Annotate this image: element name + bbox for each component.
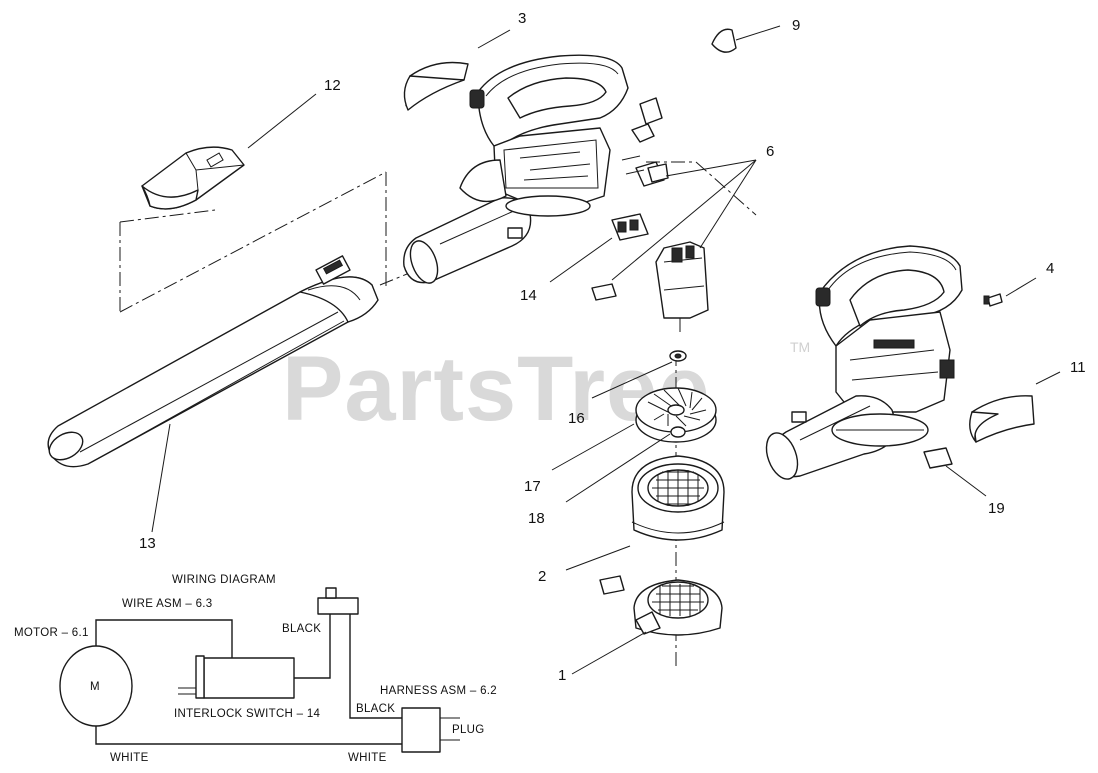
leader-16	[591, 361, 673, 399]
left-housing[interactable]	[403, 54, 629, 287]
part-18-nut[interactable]	[670, 426, 686, 438]
motor-symbol-letter: M	[90, 681, 100, 693]
part-2-fan-housing[interactable]	[631, 455, 725, 541]
leader-11	[1035, 371, 1061, 385]
callout-4: 4	[1046, 260, 1054, 277]
callout-3: 3	[518, 10, 526, 27]
leader-13	[151, 423, 171, 533]
plug-block	[401, 707, 441, 753]
part-4-screw[interactable]	[983, 293, 1003, 307]
white-right-label: WHITE	[348, 752, 387, 764]
callout-6: 6	[766, 143, 774, 160]
motor-label: MOTOR – 6.1	[14, 627, 89, 639]
leader-4	[1005, 277, 1037, 297]
leader-1	[571, 631, 647, 675]
wiring-diagram: WIRING DIAGRAM WIRE ASM – 6.3 MOTOR – 6.…	[14, 574, 497, 764]
black-bottom-label: BLACK	[356, 703, 395, 715]
leader-12	[247, 93, 317, 149]
plug-label: PLUG	[452, 724, 485, 736]
part-19-tag[interactable]	[923, 447, 953, 469]
alignment-line	[646, 161, 757, 216]
alignment-line	[119, 209, 216, 223]
leader-6c	[611, 159, 757, 281]
part-17-impeller[interactable]	[635, 387, 717, 443]
part-16-washer[interactable]	[669, 350, 687, 362]
interlock-label: INTERLOCK SWITCH – 14	[174, 708, 321, 720]
alignment-line	[119, 171, 387, 313]
callout-12: 12	[324, 77, 341, 94]
wiring-title: WIRING DIAGRAM	[172, 574, 276, 586]
part-3-label[interactable]	[403, 61, 469, 111]
callout-11: 11	[1070, 359, 1086, 376]
callout-16: 16	[568, 410, 585, 427]
watermark-trademark: TM	[790, 339, 810, 355]
harness-label: HARNESS ASM – 6.2	[380, 685, 497, 697]
part-9-strap[interactable]	[711, 28, 737, 53]
leader-6b	[699, 159, 757, 249]
top-connector	[317, 597, 359, 615]
part-1-intake-cover[interactable]	[633, 579, 723, 636]
wire-asm-label: WIRE ASM – 6.3	[122, 598, 212, 610]
callout-18: 18	[528, 510, 545, 527]
callout-1: 1	[558, 667, 566, 684]
interlock-switch-box	[203, 657, 295, 699]
leader-18	[565, 433, 671, 503]
leader-19	[945, 465, 987, 497]
leader-14	[549, 237, 613, 283]
leader-3	[477, 29, 511, 49]
wire-white	[95, 726, 402, 745]
clip[interactable]	[599, 575, 625, 595]
callout-13: 13	[139, 535, 156, 552]
leader-17	[551, 423, 635, 471]
callout-2: 2	[538, 568, 546, 585]
callout-9: 9	[792, 17, 800, 34]
wire-black-bottom	[349, 612, 402, 719]
part-12-nozzle-tip[interactable]	[141, 146, 245, 210]
leader-9	[735, 25, 781, 41]
part-13-blower-tube[interactable]	[44, 255, 379, 468]
black-top-label: BLACK	[282, 623, 321, 635]
callout-14: 14	[520, 287, 537, 304]
white-left-label: WHITE	[110, 752, 149, 764]
motor[interactable]	[655, 241, 709, 332]
part-11-label[interactable]	[969, 395, 1035, 443]
leader-6a	[665, 159, 757, 177]
part-6-switch-clips[interactable]	[621, 97, 669, 187]
assembled-blower[interactable]	[761, 245, 963, 483]
part-14-interlock-switch[interactable]	[591, 213, 649, 301]
callout-17: 17	[524, 478, 541, 495]
callout-19: 19	[988, 500, 1005, 517]
alignment-line	[379, 271, 413, 286]
wire-motor-switch	[95, 619, 233, 676]
leader-2	[565, 545, 631, 571]
